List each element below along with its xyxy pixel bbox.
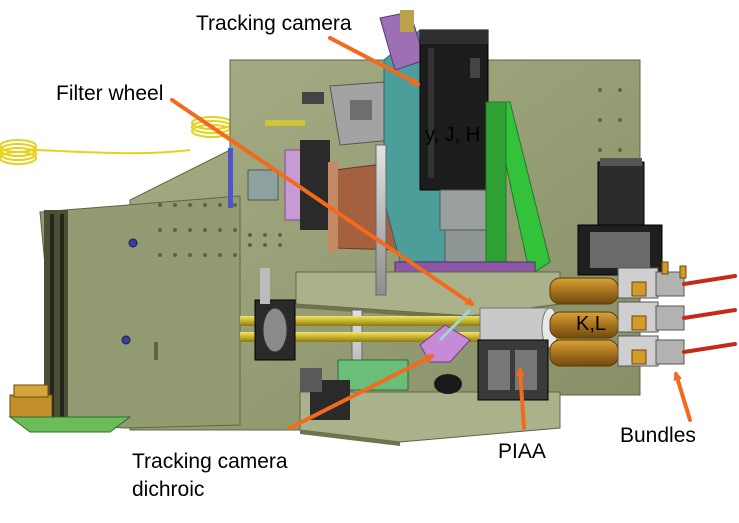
label-tracking-camera: Tracking camera [196, 12, 352, 35]
arrow-bundles [673, 371, 692, 422]
base-clamp [8, 384, 132, 433]
fiber-connectors [617, 267, 685, 367]
mount-screw-2 [121, 335, 131, 345]
yellow-rod-bottom [240, 332, 580, 342]
red-fiber-bundles [682, 274, 737, 354]
label-y-j-h: y, J, H [425, 124, 481, 146]
brass-injectors [549, 277, 619, 367]
label-filter-wheel: Filter wheel [56, 82, 164, 105]
label-piaa: PIAA [498, 440, 546, 463]
arrow-filter-wheel [170, 98, 475, 306]
label-bundles: Bundles [620, 424, 696, 447]
left-side-plate [39, 195, 241, 429]
fiber-coil-left [0, 139, 191, 165]
yellow-rod-top [240, 316, 580, 326]
stage-motor [597, 161, 645, 228]
label-k-l: K,L [576, 313, 607, 335]
plate-holes [158, 88, 622, 257]
label-dichroic-line2: dichroic [132, 478, 205, 501]
mount-screw-1 [128, 238, 138, 248]
annotation-arrows [170, 36, 692, 430]
arrow-tracking-camera [328, 36, 421, 86]
label-dichroic-line1: Tracking camera [132, 450, 288, 473]
blue-rod [228, 148, 233, 208]
arrow-dichroic [288, 354, 435, 430]
arrow-piaa [515, 367, 526, 430]
